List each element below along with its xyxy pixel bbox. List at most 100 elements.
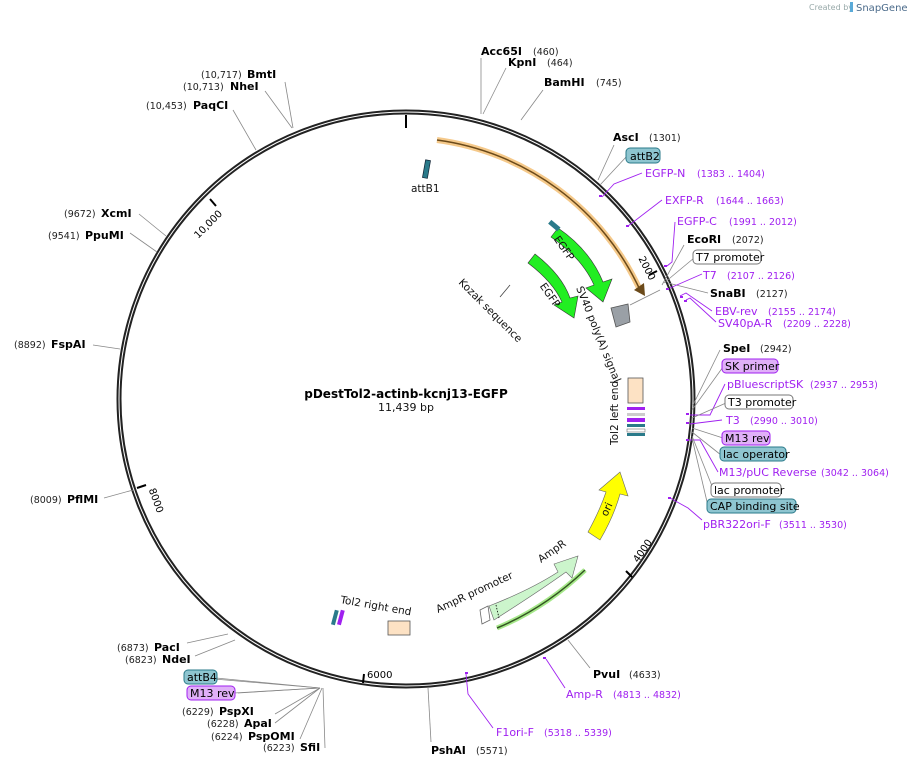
- svg-text:KpnI: KpnI: [508, 56, 536, 69]
- primer-m13-puc-reverse[interactable]: M13/pUC Reverse(3042 .. 3064): [719, 466, 889, 479]
- orf-arrowhead-icon: [634, 283, 645, 296]
- feature-attb2[interactable]: attB2: [625, 147, 661, 164]
- enzyme-ppumi[interactable]: (9541)PpuMI: [48, 229, 124, 242]
- svg-text:PacI: PacI: [154, 641, 180, 654]
- enzyme-bamhi[interactable]: BamHI(745): [544, 76, 622, 89]
- svg-text:NdeI: NdeI: [162, 653, 191, 666]
- svg-text:pBR322ori-F: pBR322ori-F: [703, 518, 771, 531]
- svg-text:F1ori-F: F1ori-F: [496, 726, 534, 739]
- enzyme-spei[interactable]: SpeI(2942): [723, 342, 792, 355]
- svg-text:PshAI: PshAI: [431, 744, 466, 757]
- ampr-orf: [496, 569, 586, 629]
- enzyme-pspomi[interactable]: (6224)PspOMI: [211, 730, 295, 743]
- attB1-feature: [422, 159, 431, 179]
- svg-text:(5318 .. 5339): (5318 .. 5339): [544, 728, 612, 739]
- svg-text:(460): (460): [533, 47, 559, 58]
- enzyme-kpni[interactable]: KpnI(464): [508, 56, 573, 69]
- boxed-features: attB2 T7 promoter SK primer T3 promoter …: [183, 147, 800, 701]
- svg-text:PflMI: PflMI: [67, 493, 98, 506]
- enzyme-snabi[interactable]: SnaBI(2127): [710, 287, 788, 300]
- primer-t3[interactable]: T3(2990 .. 3010): [725, 414, 818, 427]
- feature-lac-operator[interactable]: lac operator: [719, 446, 790, 462]
- svg-text:(8009): (8009): [30, 495, 62, 506]
- primer-egfp-c[interactable]: EGFP-C(1991 .. 2012): [677, 215, 797, 228]
- snapgene-logo-icon: [850, 2, 853, 12]
- svg-text:BmtI: BmtI: [247, 68, 276, 81]
- sv40-polya-feature: [610, 303, 631, 328]
- feature-attb4[interactable]: attB4: [183, 669, 218, 685]
- svg-text:(10,453): (10,453): [146, 101, 187, 112]
- svg-text:(8892): (8892): [14, 340, 46, 351]
- enzyme-apai[interactable]: (6228)ApaI: [207, 717, 272, 730]
- svg-text:(2937 .. 2953): (2937 .. 2953): [810, 380, 878, 391]
- primer-labels: EGFP-N(1383 .. 1404) EXFP-R (1644 .. 1663…: [496, 167, 889, 739]
- svg-text:(10,717): (10,717): [201, 70, 242, 81]
- feature-cap-binding-site[interactable]: CAP binding site: [706, 498, 800, 514]
- enzyme-pshai[interactable]: PshAI (5571): [431, 744, 508, 757]
- svg-text:(2107 .. 2126): (2107 .. 2126): [727, 271, 795, 282]
- svg-text:6000: 6000: [367, 670, 392, 681]
- svg-text:(9541): (9541): [48, 231, 80, 242]
- svg-text:T7: T7: [702, 269, 717, 282]
- primer-sv40pa-r[interactable]: SV40pA-R(2209 .. 2228): [718, 317, 851, 330]
- feature-t3-promoter[interactable]: T3 promoter: [724, 394, 797, 410]
- enzyme-ndei[interactable]: (6823)NdeI: [125, 653, 191, 666]
- primer-exfp-r[interactable]: EXFP-R (1644 .. 1663): [665, 194, 784, 207]
- ori-arrow: [587, 471, 629, 541]
- svg-text:PspXI: PspXI: [219, 705, 254, 718]
- feature-m13-rev[interactable]: M13 rev: [721, 430, 771, 446]
- watermark-prefix: Created by: [809, 3, 853, 12]
- svg-text:EXFP-R: EXFP-R: [665, 194, 704, 207]
- primer-t7[interactable]: T7 (2107 .. 2126): [702, 269, 795, 282]
- orf-arc: [436, 139, 641, 291]
- enzyme-bmti[interactable]: (10,717) BmtI: [201, 68, 276, 81]
- enzyme-asci[interactable]: AscI(1301): [613, 131, 681, 144]
- enzyme-nhei[interactable]: (10,713)NheI: [183, 80, 259, 93]
- enzyme-pvui[interactable]: PvuI(4633): [593, 668, 661, 681]
- enzyme-paqci[interactable]: (10,453) PaqCI: [146, 99, 228, 112]
- svg-text:(6224): (6224): [211, 732, 243, 743]
- feature-m13-rev-2[interactable]: M13 rev: [186, 685, 236, 701]
- tol2-left-label: Tol2 left end: [609, 381, 621, 446]
- svg-text:(2209 .. 2228): (2209 .. 2228): [783, 319, 851, 330]
- primer-f1ori-f[interactable]: F1ori-F (5318 .. 5339): [496, 726, 612, 739]
- ampr-promoter-feature: [479, 605, 491, 625]
- primer-ebv-rev[interactable]: EBV-rev(2155 .. 2174): [715, 305, 836, 318]
- enzyme-paci[interactable]: (6873) PacI: [117, 641, 180, 654]
- primer-pbr322ori-f[interactable]: pBR322ori-F(3511 .. 3530): [703, 518, 847, 531]
- feature-t7-promoter[interactable]: T7 promoter: [692, 249, 765, 265]
- svg-text:(5571): (5571): [476, 746, 508, 757]
- svg-text:T3: T3: [725, 414, 740, 427]
- m13rev-feature-2: [336, 609, 345, 626]
- svg-text:SK primer: SK primer: [725, 360, 780, 373]
- svg-text:Amp-R: Amp-R: [566, 688, 603, 701]
- enzyme-ecori[interactable]: EcoRI(2072): [687, 233, 764, 246]
- enzyme-pspxi[interactable]: (6229)PspXI: [182, 705, 254, 718]
- svg-text:(4813 .. 4832): (4813 .. 4832): [613, 690, 681, 701]
- svg-text:(2942): (2942): [760, 344, 792, 355]
- plasmid-length: 11,439 bp: [378, 401, 434, 414]
- svg-text:lac promoter: lac promoter: [714, 484, 785, 497]
- enzyme-pflmi[interactable]: (8009) PflMI: [30, 493, 98, 506]
- svg-text:(1301): (1301): [649, 133, 681, 144]
- primer-egfp-n[interactable]: EGFP-N(1383 .. 1404): [645, 167, 765, 180]
- svg-text:(1383 .. 1404): (1383 .. 1404): [697, 169, 765, 180]
- svg-text:(6873): (6873): [117, 643, 149, 654]
- feature-sk-primer[interactable]: SK primer: [721, 358, 780, 374]
- feature-lac-promoter[interactable]: lac promoter: [710, 482, 785, 498]
- svg-text:EBV-rev: EBV-rev: [715, 305, 758, 318]
- enzyme-fspai[interactable]: (8892)FspAI: [14, 338, 86, 351]
- primer-amp-r[interactable]: Amp-R (4813 .. 4832): [566, 688, 681, 701]
- primer-pbluescriptsk[interactable]: pBluescriptSK(2937 .. 2953): [727, 378, 878, 391]
- svg-text:PaqCI: PaqCI: [193, 99, 228, 112]
- sv40-leader: [629, 289, 661, 306]
- attB4-feature: [330, 609, 339, 626]
- svg-text:SnaBI: SnaBI: [710, 287, 746, 300]
- tol2-left-feature: [627, 377, 644, 404]
- svg-text:(1644 .. 1663): (1644 .. 1663): [716, 196, 784, 207]
- enzyme-acc65i[interactable]: Acc65I(460): [481, 45, 559, 58]
- enzyme-xcmi[interactable]: (9672)XcmI: [64, 207, 132, 220]
- enzyme-sfii[interactable]: (6223)SfiI: [263, 741, 320, 754]
- svg-text:(745): (745): [596, 78, 622, 89]
